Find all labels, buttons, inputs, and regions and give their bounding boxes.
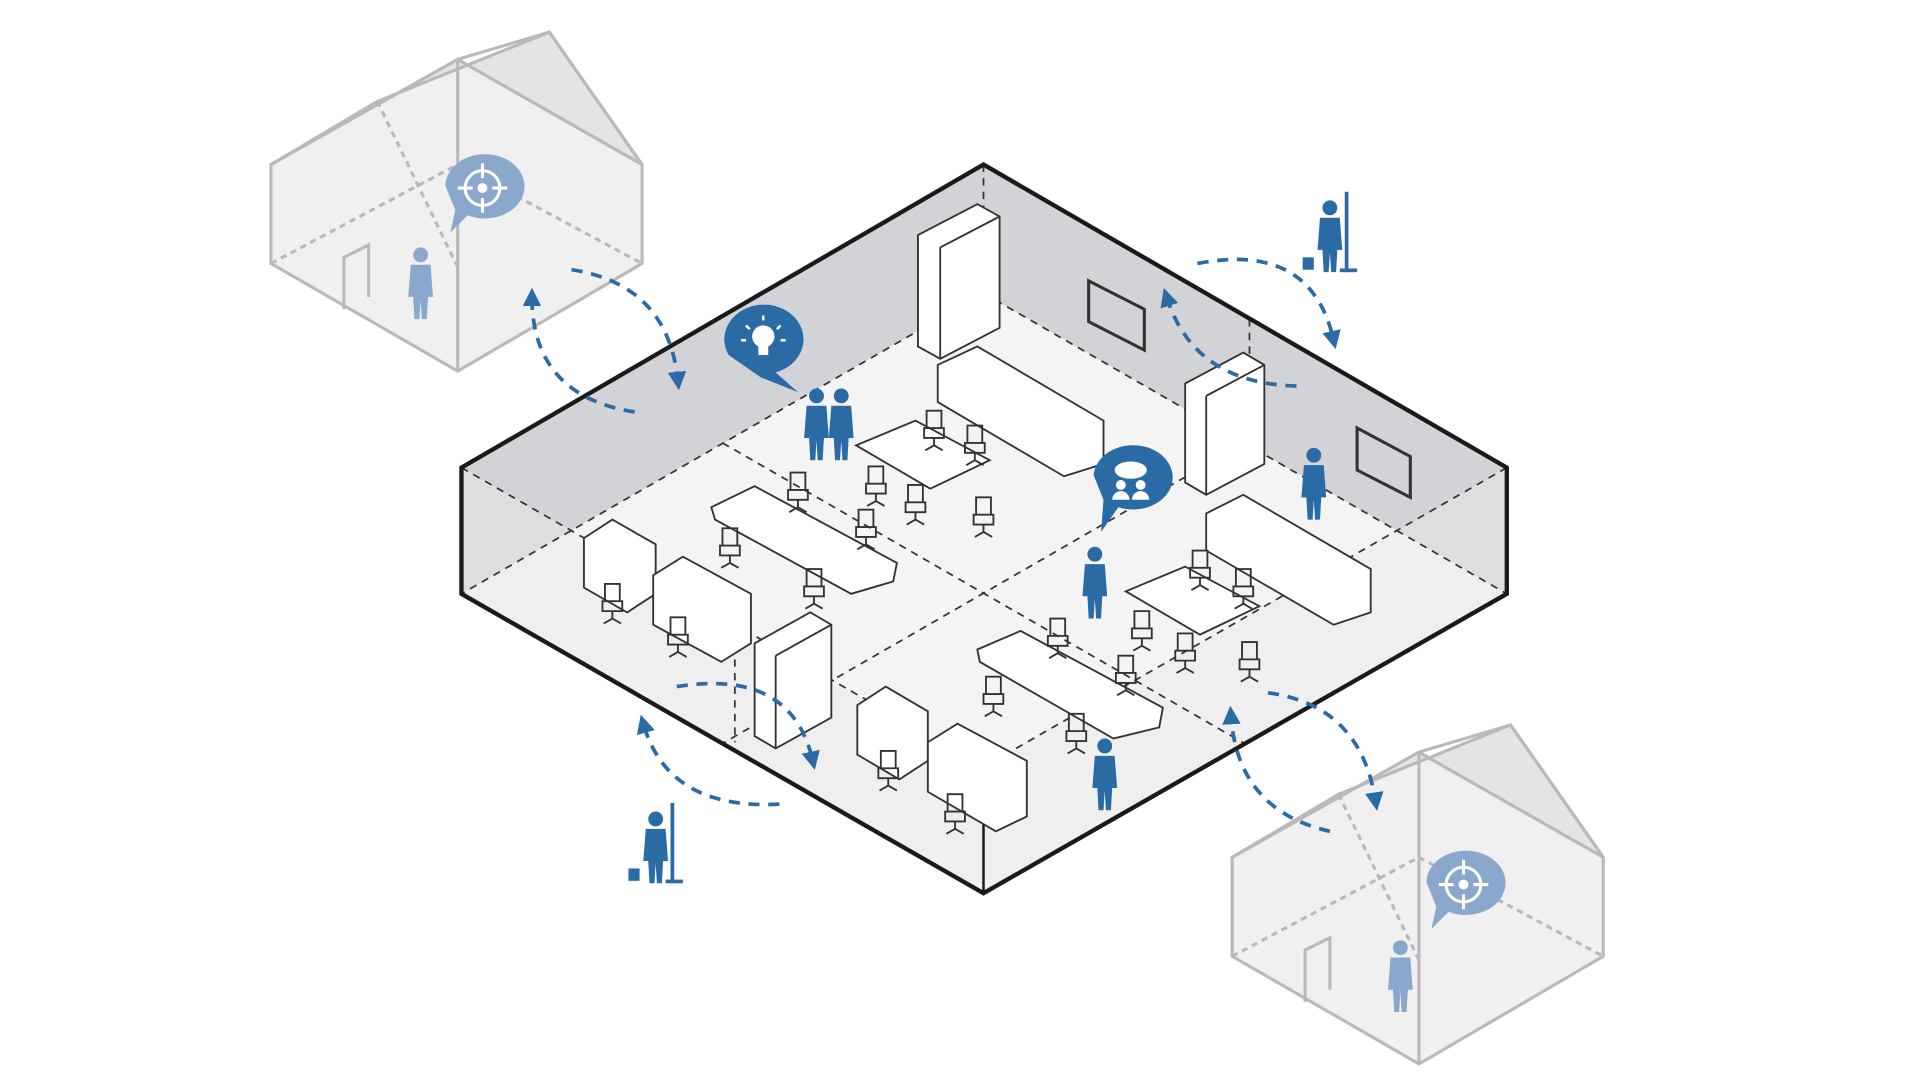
lightbulb-icon [724,304,804,393]
dashed-arrow-icon [1267,690,1384,811]
target-icon [445,154,525,233]
conference-table [976,629,1164,740]
conference-table [710,485,898,595]
dashed-arrow-icon [1160,288,1297,388]
remote-house-right [1230,723,1605,1066]
bookshelf [917,203,1001,360]
dashed-arrow-icon [571,267,687,391]
janitor-icon [1302,191,1358,273]
work-table [1123,565,1262,636]
monitor-screen [1087,278,1146,353]
monitor-screen [1355,425,1412,500]
flow-arrows [522,257,1384,834]
people-cloud-icon [1093,445,1173,532]
janitor-icon [628,802,683,884]
dashed-arrow-icon [676,681,820,770]
bookshelf [1184,351,1266,496]
target-icon [1426,850,1506,930]
work-table [854,419,992,490]
back-left-wall [461,164,984,594]
dashed-arrow-icon [1222,705,1331,834]
people [628,191,1358,884]
dashed-arrow-icon [522,287,635,414]
dashed-arrow-icon [1197,257,1341,350]
cubicle [582,518,1028,833]
furniture [582,203,1412,835]
dashed-arrow-icon [636,714,780,807]
